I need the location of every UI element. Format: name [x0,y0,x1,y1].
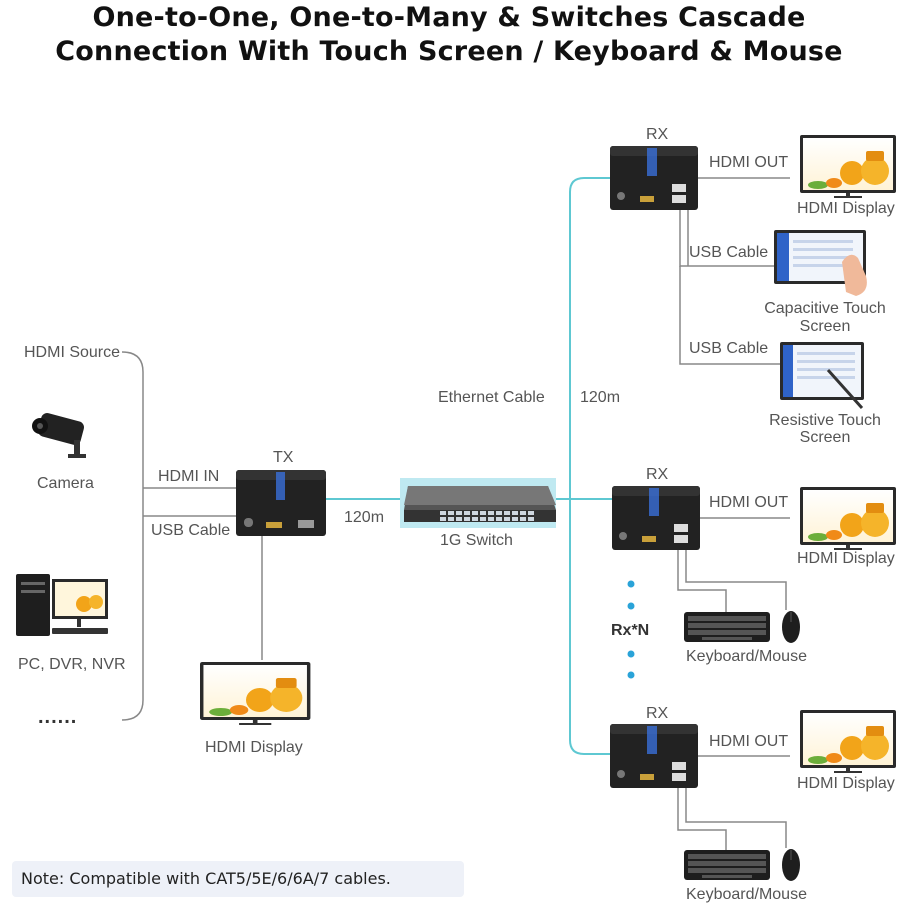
rx2-keyboard-line [677,550,727,612]
rx1-usb-line-2 [679,266,780,365]
tx-label: TX [273,449,294,466]
tx-distance-label: 120m [344,509,385,526]
resistive-touch-label-1: Resistive Touch [769,412,881,429]
switch-distance-label: 120m [580,389,621,406]
title-line-2: Connection With Touch Screen / Keyboard … [55,36,843,67]
hdmi-in-label: HDMI IN [158,468,220,485]
title-line-1: One-to-One, One-to-Many & Switches Casca… [92,2,806,33]
usb-cable-tx-label: USB Cable [151,522,231,539]
rx1-usb-cable-2-label: USB Cable [689,340,769,357]
resistive-touch-screen-icon [780,342,864,410]
rx1-label: RX [646,126,669,143]
rx3-mouse-line [685,788,787,848]
rx1-hdmi-display-icon [800,135,896,198]
rx-ellipsis-dots [627,580,635,679]
switch-rx-trunk-cable [569,177,612,755]
tx-hdmi-display-icon [200,662,311,725]
rx2-mouse-line [685,550,787,610]
source-bracket [121,351,144,721]
rx2-hdmi-display-icon [800,487,896,550]
rx1-hdmi-out-label: HDMI OUT [709,154,789,171]
pc-label: PC, DVR, NVR [18,656,126,673]
compatibility-note: Note: Compatible with CAT5/5E/6/6A/7 cab… [12,861,464,897]
tx-display-label: HDMI Display [205,739,303,756]
rx2-label: RX [646,466,669,483]
camera-icon [32,413,86,458]
capacitive-touch-label-1: Capacitive Touch [764,300,886,317]
capacitive-touch-screen-icon [774,230,867,296]
rx1-device [610,146,698,210]
rx1-usb-cable-1-label: USB Cable [689,244,769,261]
pc-icon [16,574,108,636]
rx1-display-label: HDMI Display [797,200,895,217]
resistive-touch-label-2: Screen [799,429,851,446]
switch-device [400,478,556,528]
more-sources-ellipsis: ...... [38,706,78,728]
camera-label: Camera [37,475,94,492]
ethernet-cable-label: Ethernet Cable [438,389,545,406]
rx2-display-label: HDMI Display [797,550,895,567]
rx-count-label: Rx*N [611,622,650,639]
rx3-display-label: HDMI Display [797,775,895,792]
rx3-keyboard-mouse-label: Keyboard/Mouse [686,886,807,903]
rx3-keyboard-mouse-icon [683,848,801,882]
rx3-keyboard-line [677,788,727,850]
rx3-device [610,724,698,788]
capacitive-touch-label-2: Screen [799,318,851,335]
rx2-hdmi-out-label: HDMI OUT [709,494,789,511]
switch-label: 1G Switch [440,532,513,549]
rx3-hdmi-out-label: HDMI OUT [709,733,789,750]
tx-device [236,470,326,536]
rx2-keyboard-mouse-icon [683,610,801,644]
rx2-keyboard-mouse-label: Keyboard/Mouse [686,648,807,665]
rx3-label: RX [646,705,669,722]
rx3-hdmi-display-icon [800,710,896,773]
hdmi-source-header: HDMI Source [24,344,121,361]
rx2-device [612,486,700,550]
